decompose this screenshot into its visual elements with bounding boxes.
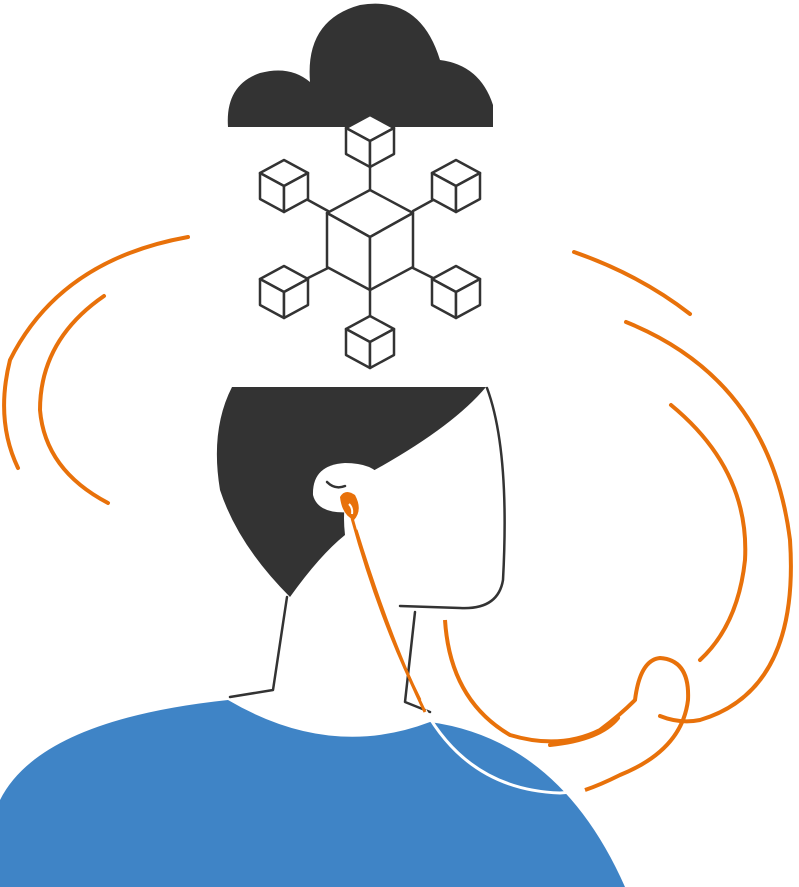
shirt bbox=[0, 700, 625, 887]
arc-right-outer bbox=[624, 320, 793, 724]
cube-bottom-left bbox=[258, 264, 310, 320]
cube-bottom bbox=[344, 314, 396, 370]
cable-loop bbox=[443, 619, 691, 792]
arc-right-inner bbox=[669, 403, 748, 662]
cube-top bbox=[344, 113, 396, 169]
face-outline bbox=[398, 386, 506, 610]
central-cube bbox=[325, 188, 415, 292]
neck-right bbox=[403, 610, 432, 714]
ear-detail bbox=[325, 480, 347, 489]
cube-top-left bbox=[258, 158, 310, 214]
cube-top-right bbox=[430, 158, 482, 214]
ear bbox=[312, 463, 383, 513]
arc-right-top bbox=[572, 250, 692, 316]
arc-right-bottom bbox=[548, 716, 620, 747]
arc-left-inner bbox=[37, 294, 110, 505]
cloud-icon bbox=[227, 3, 493, 128]
earbud-icon bbox=[340, 491, 359, 520]
earbud-cable-white bbox=[423, 709, 641, 795]
hair bbox=[216, 387, 486, 597]
earbud-cable-lower bbox=[354, 529, 427, 713]
arc-left-outer bbox=[2, 235, 190, 470]
neck bbox=[228, 595, 289, 699]
cube-bottom-right bbox=[430, 264, 482, 320]
cube-network-icon bbox=[258, 113, 482, 370]
